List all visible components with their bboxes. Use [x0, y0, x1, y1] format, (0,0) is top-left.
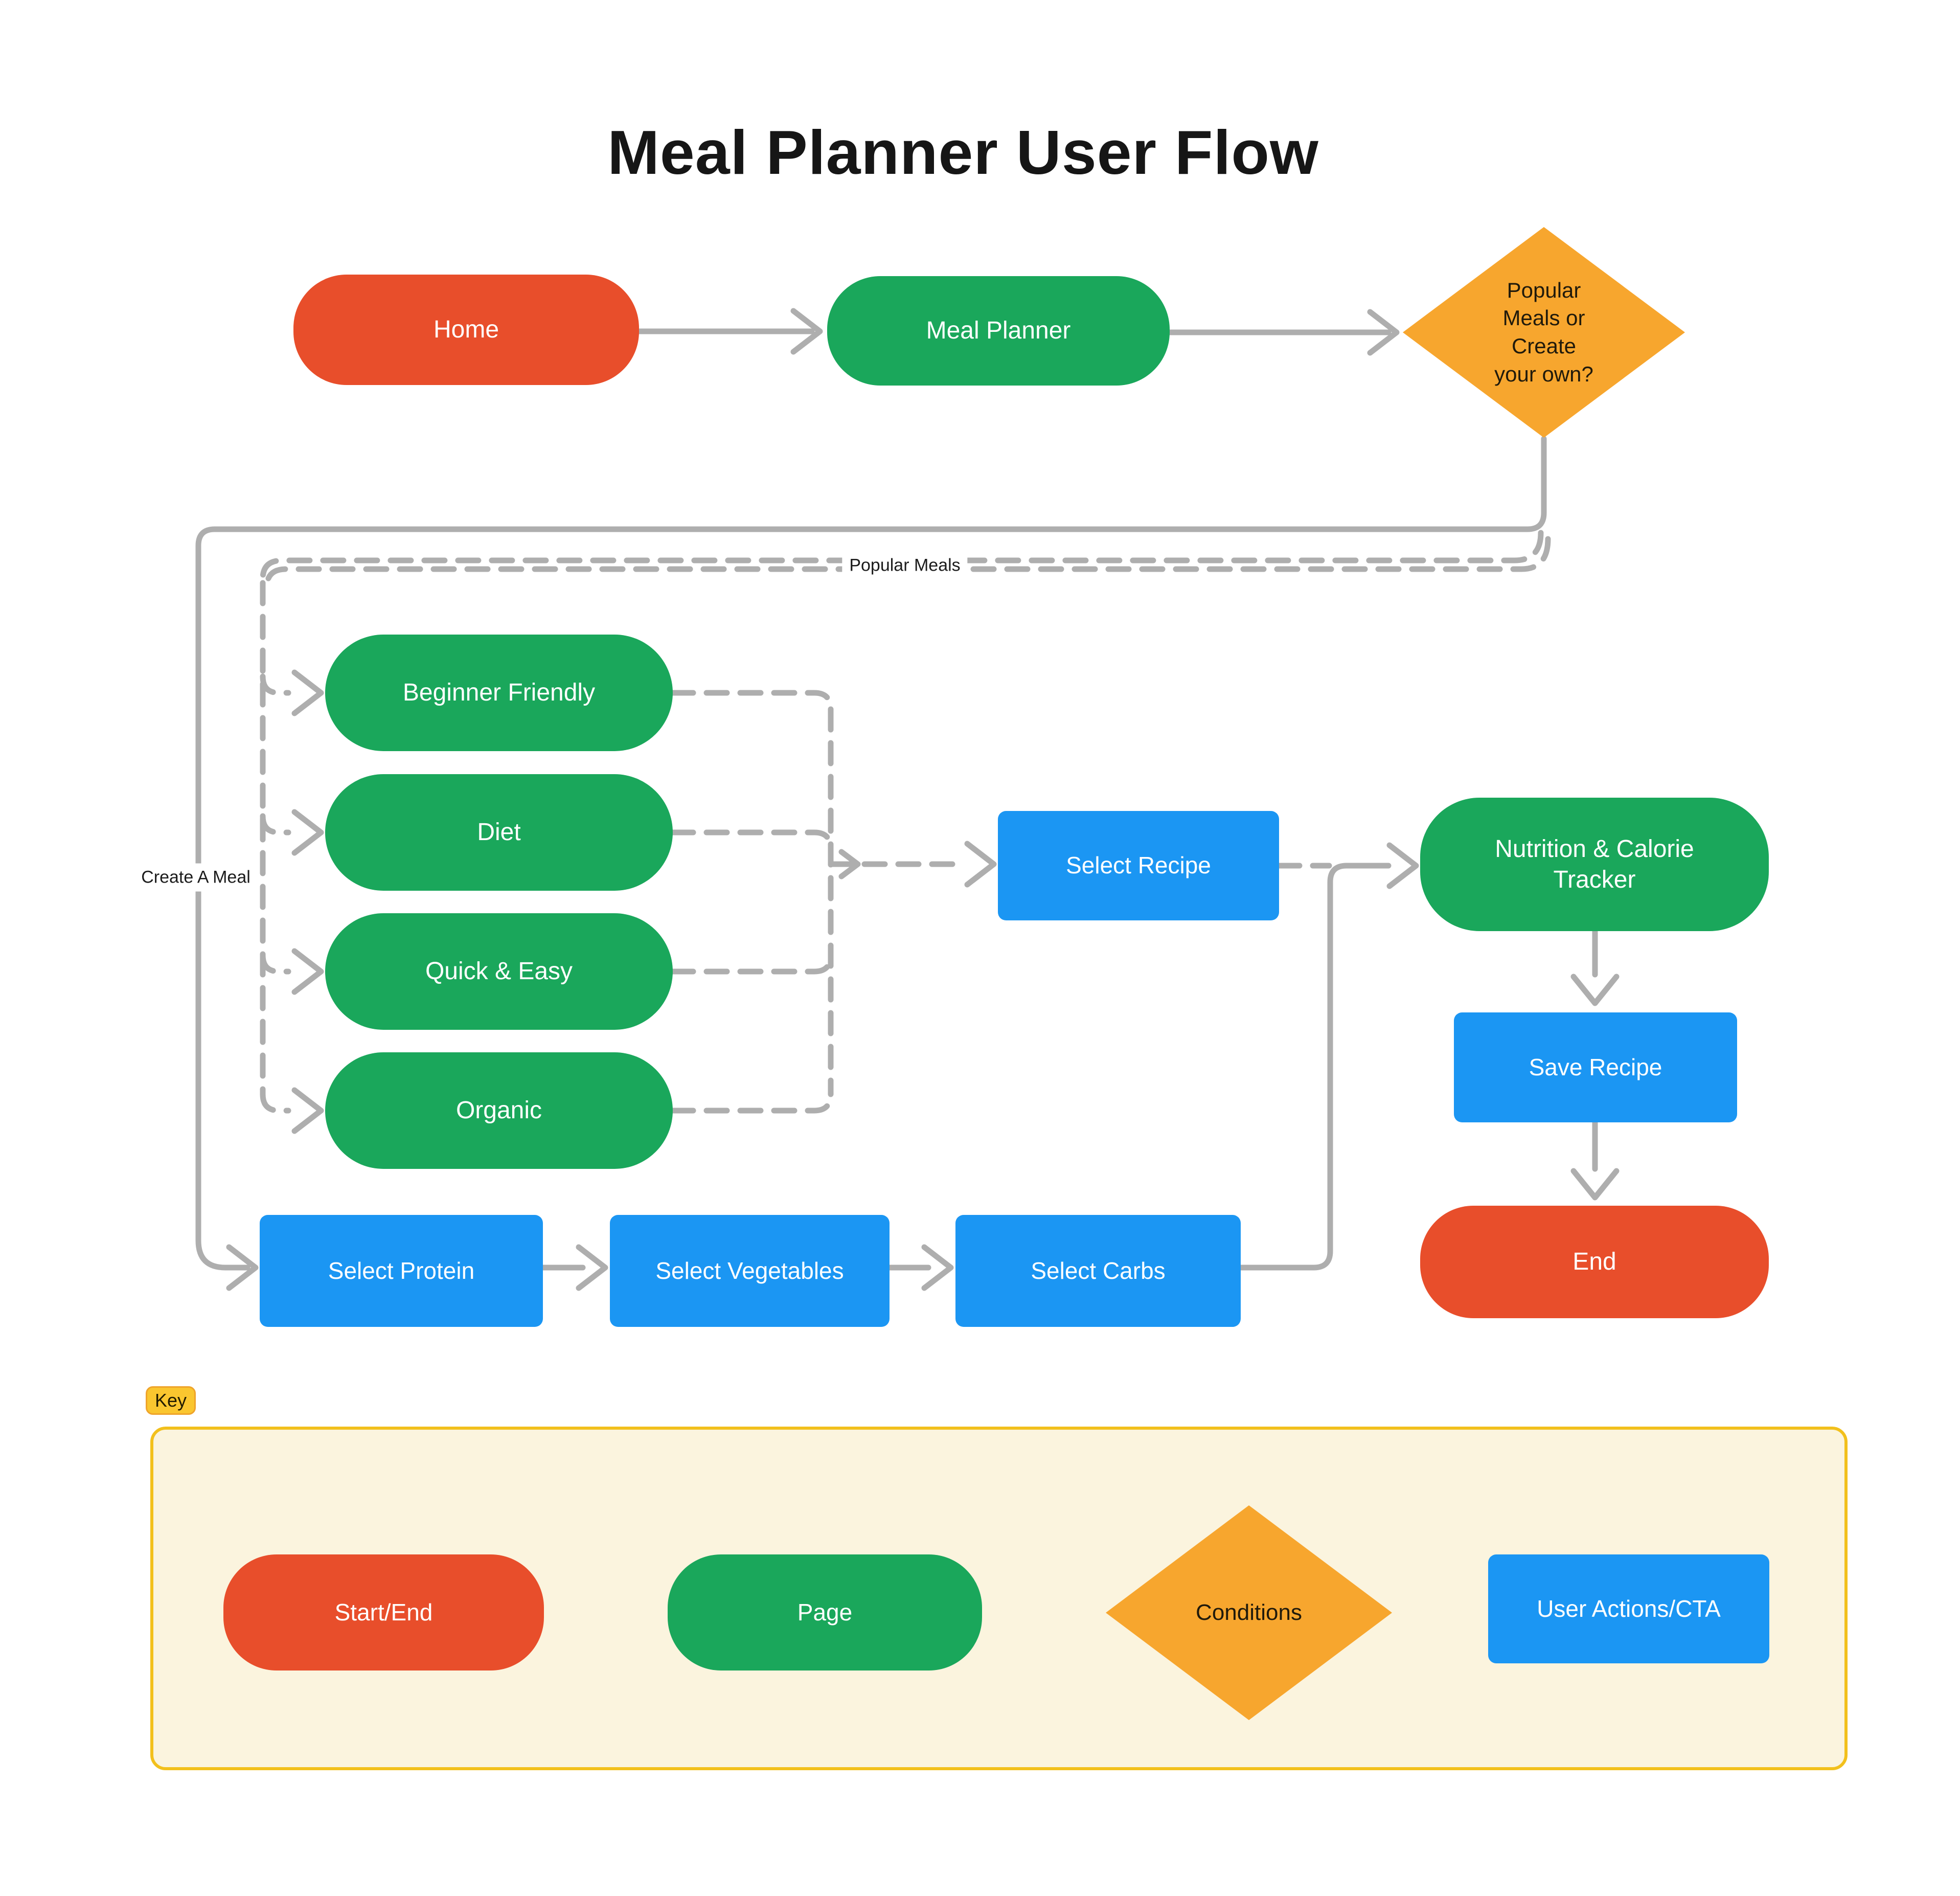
arrowhead-beginner — [291, 669, 324, 716]
edge-branch-quick — [260, 952, 291, 975]
node-quick-easy-label: Quick & Easy — [425, 958, 573, 985]
node-beginner-friendly-label: Beginner Friendly — [402, 679, 596, 706]
node-save-recipe: Save Recipe — [1454, 1012, 1737, 1122]
arrowhead-nutrition — [1386, 842, 1419, 889]
arrowhead-diet — [291, 809, 324, 856]
arrowhead-select-carbs — [921, 1244, 954, 1291]
node-select-carbs: Select Carbs — [955, 1215, 1241, 1327]
arrowhead-select-protein — [226, 1244, 259, 1291]
node-diet-label: Diet — [477, 819, 521, 846]
key-item-conditions-label: Conditions — [1196, 1600, 1302, 1625]
edge-quick-out — [670, 952, 834, 975]
page-title: Meal Planner User Flow — [607, 118, 1319, 187]
arrowhead-quick — [291, 948, 324, 995]
node-quick-easy: Quick & Easy — [325, 913, 673, 1030]
node-select-vegetables: Select Vegetables — [610, 1215, 890, 1327]
node-save-recipe-label: Save Recipe — [1529, 1053, 1662, 1080]
node-select-protein-label: Select Protein — [328, 1257, 475, 1284]
edge-carbs-to-nutrition — [1238, 863, 1392, 1271]
key-item-page: Page — [668, 1554, 982, 1671]
edge-diet-out — [670, 829, 834, 852]
node-meal-planner-label: Meal Planner — [926, 317, 1071, 344]
key-item-user-actions-label: User Actions/CTA — [1537, 1595, 1721, 1622]
arrowhead-organic — [291, 1087, 324, 1134]
node-home-label: Home — [433, 316, 499, 343]
node-diet: Diet — [325, 774, 673, 891]
edge-label-create-a-meal: Create A Meal — [134, 863, 258, 892]
node-end-label: End — [1572, 1248, 1616, 1275]
node-end: End — [1420, 1206, 1769, 1318]
node-organic-label: Organic — [455, 1097, 542, 1124]
arrowhead-merge-junction — [838, 849, 861, 879]
edge-create-a-meal — [195, 436, 1547, 1271]
node-select-recipe-label: Select Recipe — [1066, 852, 1211, 879]
node-home: Home — [293, 275, 639, 385]
edge-popular-meals-lower — [264, 536, 1551, 590]
node-decision-label: Popular Meals or Create your own? — [1494, 278, 1593, 386]
edge-branch-beginner — [260, 673, 291, 696]
key-badge: Key — [146, 1386, 196, 1415]
node-meal-planner: Meal Planner — [827, 276, 1170, 386]
arrowhead-mealplanner — [790, 308, 823, 355]
edge-popular-meals-upper — [260, 530, 1544, 582]
key-item-page-label: Page — [797, 1598, 853, 1626]
edge-beginner-out — [670, 690, 834, 712]
arrowhead-end — [1570, 1168, 1620, 1201]
arrowhead-save-recipe — [1570, 974, 1620, 1006]
arrowhead-select-recipe — [964, 841, 997, 888]
edge-branch-diet — [260, 813, 291, 836]
node-select-carbs-label: Select Carbs — [1031, 1257, 1166, 1284]
key-item-start-end-label: Start/End — [334, 1598, 433, 1626]
key-item-user-actions: User Actions/CTA — [1488, 1554, 1769, 1663]
node-beginner-friendly: Beginner Friendly — [325, 635, 673, 751]
edge-label-popular-meals: Popular Meals — [842, 551, 968, 580]
node-organic: Organic — [325, 1052, 673, 1169]
edge-branch-organic — [260, 1091, 291, 1114]
arrowhead-decision — [1367, 309, 1400, 356]
arrowhead-select-vegetables — [576, 1244, 608, 1291]
node-select-vegetables-label: Select Vegetables — [655, 1257, 844, 1284]
node-nutrition-tracker: Nutrition & Calorie Tracker — [1420, 798, 1769, 931]
key-item-start-end: Start/End — [223, 1554, 544, 1671]
edge-organic-out — [670, 1091, 834, 1114]
node-select-recipe: Select Recipe — [998, 811, 1279, 920]
node-select-protein: Select Protein — [260, 1215, 543, 1327]
node-nutrition-tracker-label: Nutrition & Calorie Tracker — [1495, 835, 1694, 893]
